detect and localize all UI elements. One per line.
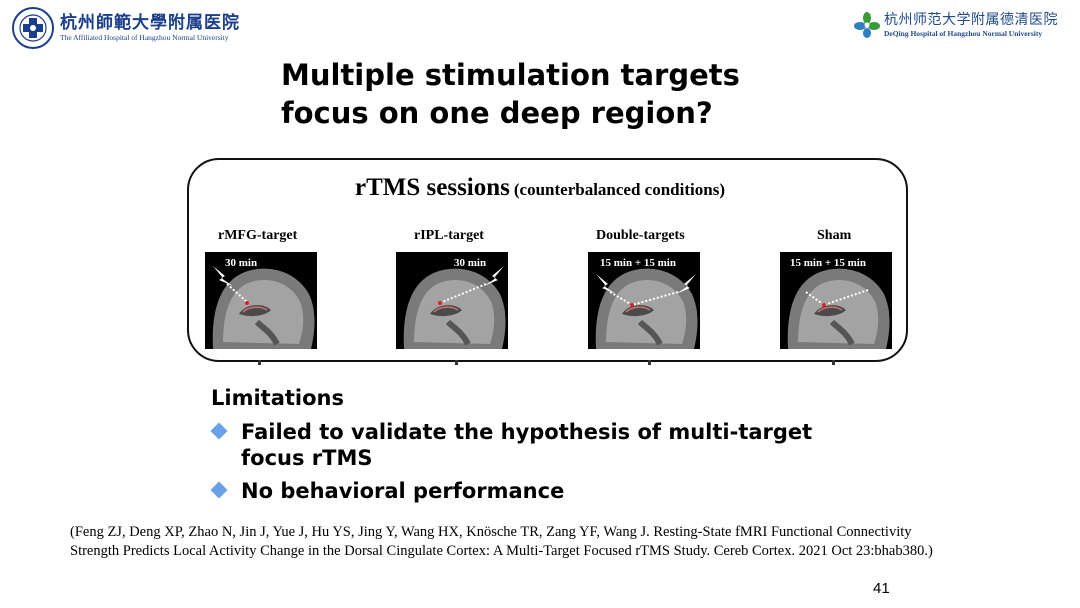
condition-label-rmfg: rMFG-target (218, 228, 298, 243)
bullet-diamond-icon (210, 422, 228, 440)
limitation-item-text: Failed to validate the hypothesis of mul… (241, 420, 813, 470)
limitation-item-text: No behavioral performance (241, 479, 565, 503)
panel-title-sub: (counterbalanced conditions) (513, 180, 725, 199)
duration-label-ripl: 30 min (454, 257, 487, 269)
left-logo-english-name: The Affiliated Hospital of Hangzhou Norm… (60, 33, 229, 42)
panel-title: rTMS sessions (counterbalanced condition… (0, 174, 1080, 202)
right-logo-chinese-name: 杭州师范大学附属德清医院 (884, 11, 1058, 28)
left-logo-chinese-name: 杭州師範大學附属医院 (60, 13, 240, 33)
panel-title-main: rTMS sessions (355, 174, 510, 201)
limitation-item: No behavioral performance (210, 478, 853, 504)
brain-image-sham: 15 min + 15 min (780, 252, 892, 349)
limitation-item: Failed to validate the hypothesis of mul… (210, 419, 853, 471)
panel-tick-mark (648, 360, 651, 365)
hospital-logo-right: 杭州师范大学附属德清医院 DeQing Hospital of Hangzhou… (854, 8, 1064, 42)
condition-label-double: Double-targets (596, 228, 685, 243)
page-number: 41 (873, 580, 890, 597)
duration-label-rmfg: 30 min (225, 257, 258, 269)
brain-image-ripl: 30 min (396, 252, 508, 349)
duration-label-sham: 15 min + 15 min (790, 257, 866, 269)
condition-label-sham: Sham (817, 228, 852, 243)
panel-tick-mark (258, 360, 261, 365)
panel-tick-mark (455, 360, 458, 365)
rtms-sessions-panel (187, 158, 908, 362)
hospital-seal-icon (12, 7, 54, 49)
citation-line-2: Strength Predicts Local Activity Change … (70, 543, 933, 559)
slide-title-line-2: focus on one deep region? (281, 96, 713, 130)
citation-line-1: (Feng ZJ, Deng XP, Zhao N, Jin J, Yue J,… (70, 524, 912, 540)
slide-title-line-1: Multiple stimulation targets (281, 58, 740, 92)
condition-label-ripl: rIPL-target (414, 228, 484, 243)
slide-title: Multiple stimulation targets focus on on… (281, 56, 740, 132)
limitations-heading: Limitations (211, 386, 344, 410)
bullet-diamond-icon (210, 481, 228, 499)
duration-label-double: 15 min + 15 min (600, 257, 676, 269)
leaf-logo-icon (854, 12, 880, 38)
right-logo-english-name: DeQing Hospital of Hangzhou Normal Unive… (884, 28, 1043, 38)
brain-image-double: 15 min + 15 min (588, 252, 700, 349)
citation: (Feng ZJ, Deng XP, Zhao N, Jin J, Yue J,… (70, 523, 1030, 561)
hospital-logo-left: 杭州師範大學附属医院 The Affiliated Hospital of Ha… (12, 7, 272, 49)
panel-tick-mark (832, 360, 835, 365)
brain-image-rmfg: 30 min (205, 252, 317, 349)
